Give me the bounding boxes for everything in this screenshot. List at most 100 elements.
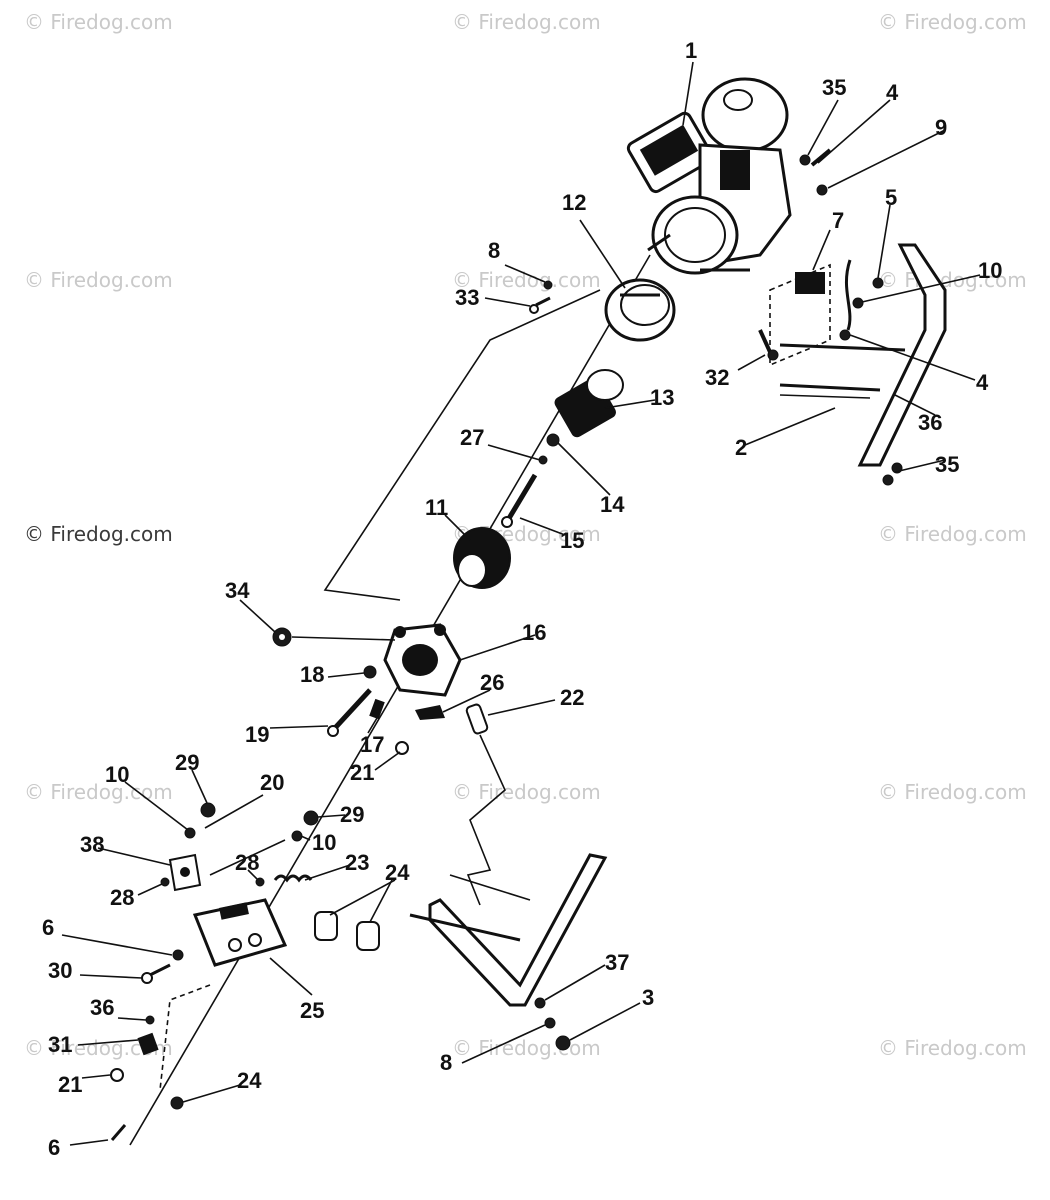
nut-part-21-upper [395,741,409,755]
watermark-center-3: © Firedog.com [452,780,601,804]
callout-32: 32 [705,365,729,390]
callout-28-left: 28 [110,885,134,910]
callout-1: 1 [685,38,697,63]
callout-23: 23 [345,850,369,875]
callout-14: 14 [600,492,625,517]
callout-10-right: 10 [978,258,1002,283]
grip-part-24-a [314,911,338,941]
callout-29-upper: 29 [175,750,199,775]
bolt-part-15 [501,473,538,528]
callout-5: 5 [885,185,897,210]
bolt-part-17 [369,698,385,720]
watermark-mid-left: © Firedog.com [24,268,173,292]
screw-part-6-lower [110,1124,127,1141]
callout-10-mid: 10 [312,830,336,855]
watermark-right-2: © Firedog.com [878,522,1027,546]
gear-housing-part [453,527,511,589]
callout-25: 25 [300,998,324,1023]
callout-labels: 1 2 3 4 4 5 6 6 7 8 8 9 10 10 10 11 12 1… [42,38,1002,1160]
callout-35-top: 35 [822,75,846,100]
callout-22: 22 [560,685,584,710]
callout-37: 37 [605,950,629,975]
cable-part-5 [845,259,884,331]
callout-6-upper: 6 [42,915,54,940]
callout-2: 2 [735,435,747,460]
clutch-housing-part [604,278,676,342]
control-box-part-25 [192,898,288,967]
washer-part-35-bottom [882,462,903,486]
callout-18: 18 [300,662,324,687]
callout-24-bottom: 24 [237,1068,262,1093]
washer-part-10-right [852,297,864,309]
callout-8-top: 8 [488,238,500,263]
washer-part-8-bottom [544,1017,556,1029]
callout-24-top: 24 [385,860,410,885]
spring-part-23 [273,874,313,883]
callout-4-right: 4 [976,370,989,395]
bracket-part-38 [168,853,202,892]
callout-8-bottom: 8 [440,1050,452,1075]
callout-10-left: 10 [105,762,129,787]
watermark-top-right: © Firedog.com [878,10,1027,34]
callout-21-lower: 21 [58,1072,82,1097]
washer-part-10-mid [291,830,303,842]
leader-lines [61,61,981,1146]
clip-part-36-left [145,1015,155,1025]
handle-frame-right [769,243,947,467]
washer-part-29-upper [200,802,216,818]
callout-13: 13 [650,385,674,410]
stand-frame-bottom [409,853,608,1007]
bolt-part-32 [758,329,779,361]
nut-part-28-left [160,877,170,887]
watermark-right-4: © Firedog.com [878,1036,1027,1060]
washer-part-9 [816,184,828,196]
clutch-drum-part [554,369,624,438]
bolt-part-8-top [543,280,553,290]
callout-3: 3 [642,985,654,1010]
callout-9: 9 [935,115,947,140]
callout-11: 11 [425,495,448,520]
callout-17: 17 [360,732,384,757]
clip-part-4-top [810,148,832,167]
fitting-part-26 [415,705,445,720]
washer-part-18 [363,665,377,679]
callout-34: 34 [225,578,250,603]
washer-part-37 [534,997,546,1009]
washer-part-14 [546,433,560,447]
watermark-top-left: © Firedog.com [24,10,173,34]
callout-16: 16 [522,620,546,645]
watermark-top-center: © Firedog.com [452,10,601,34]
callout-27: 27 [460,425,484,450]
washer-part-4-right [839,329,851,341]
engine-part [626,77,792,275]
callout-31: 31 [48,1032,72,1057]
bolt-part-33 [529,296,551,314]
callout-33: 33 [455,285,479,310]
callout-7: 7 [832,208,844,233]
watermark-mid-center: © Firedog.com [452,268,601,292]
callout-28-mid: 28 [235,850,259,875]
nut-part-21-lower [110,1068,124,1082]
grip-part-24-b [356,921,380,951]
nut-part-34 [272,627,292,647]
callout-35-bottom: 35 [935,452,959,477]
connector-part-22 [465,703,489,735]
callout-4-top: 4 [886,80,899,105]
spring-part-31 [137,1032,159,1056]
callout-15: 15 [560,528,584,553]
gearbox-part [383,623,462,697]
callout-19: 19 [245,722,269,747]
callout-20: 20 [260,770,284,795]
callout-6-lower: 6 [48,1135,60,1160]
callout-21-upper: 21 [350,760,374,785]
screw-part-6-upper [172,949,184,961]
callout-29-lower: 29 [340,802,364,827]
cable-22 [466,734,506,906]
callout-26: 26 [480,670,504,695]
callout-38: 38 [80,832,104,857]
watermark-left-dark: © Firedog.com [24,522,173,546]
screw-part-30 [141,963,171,984]
callout-12: 12 [562,190,586,215]
washer-part-27 [538,455,548,465]
